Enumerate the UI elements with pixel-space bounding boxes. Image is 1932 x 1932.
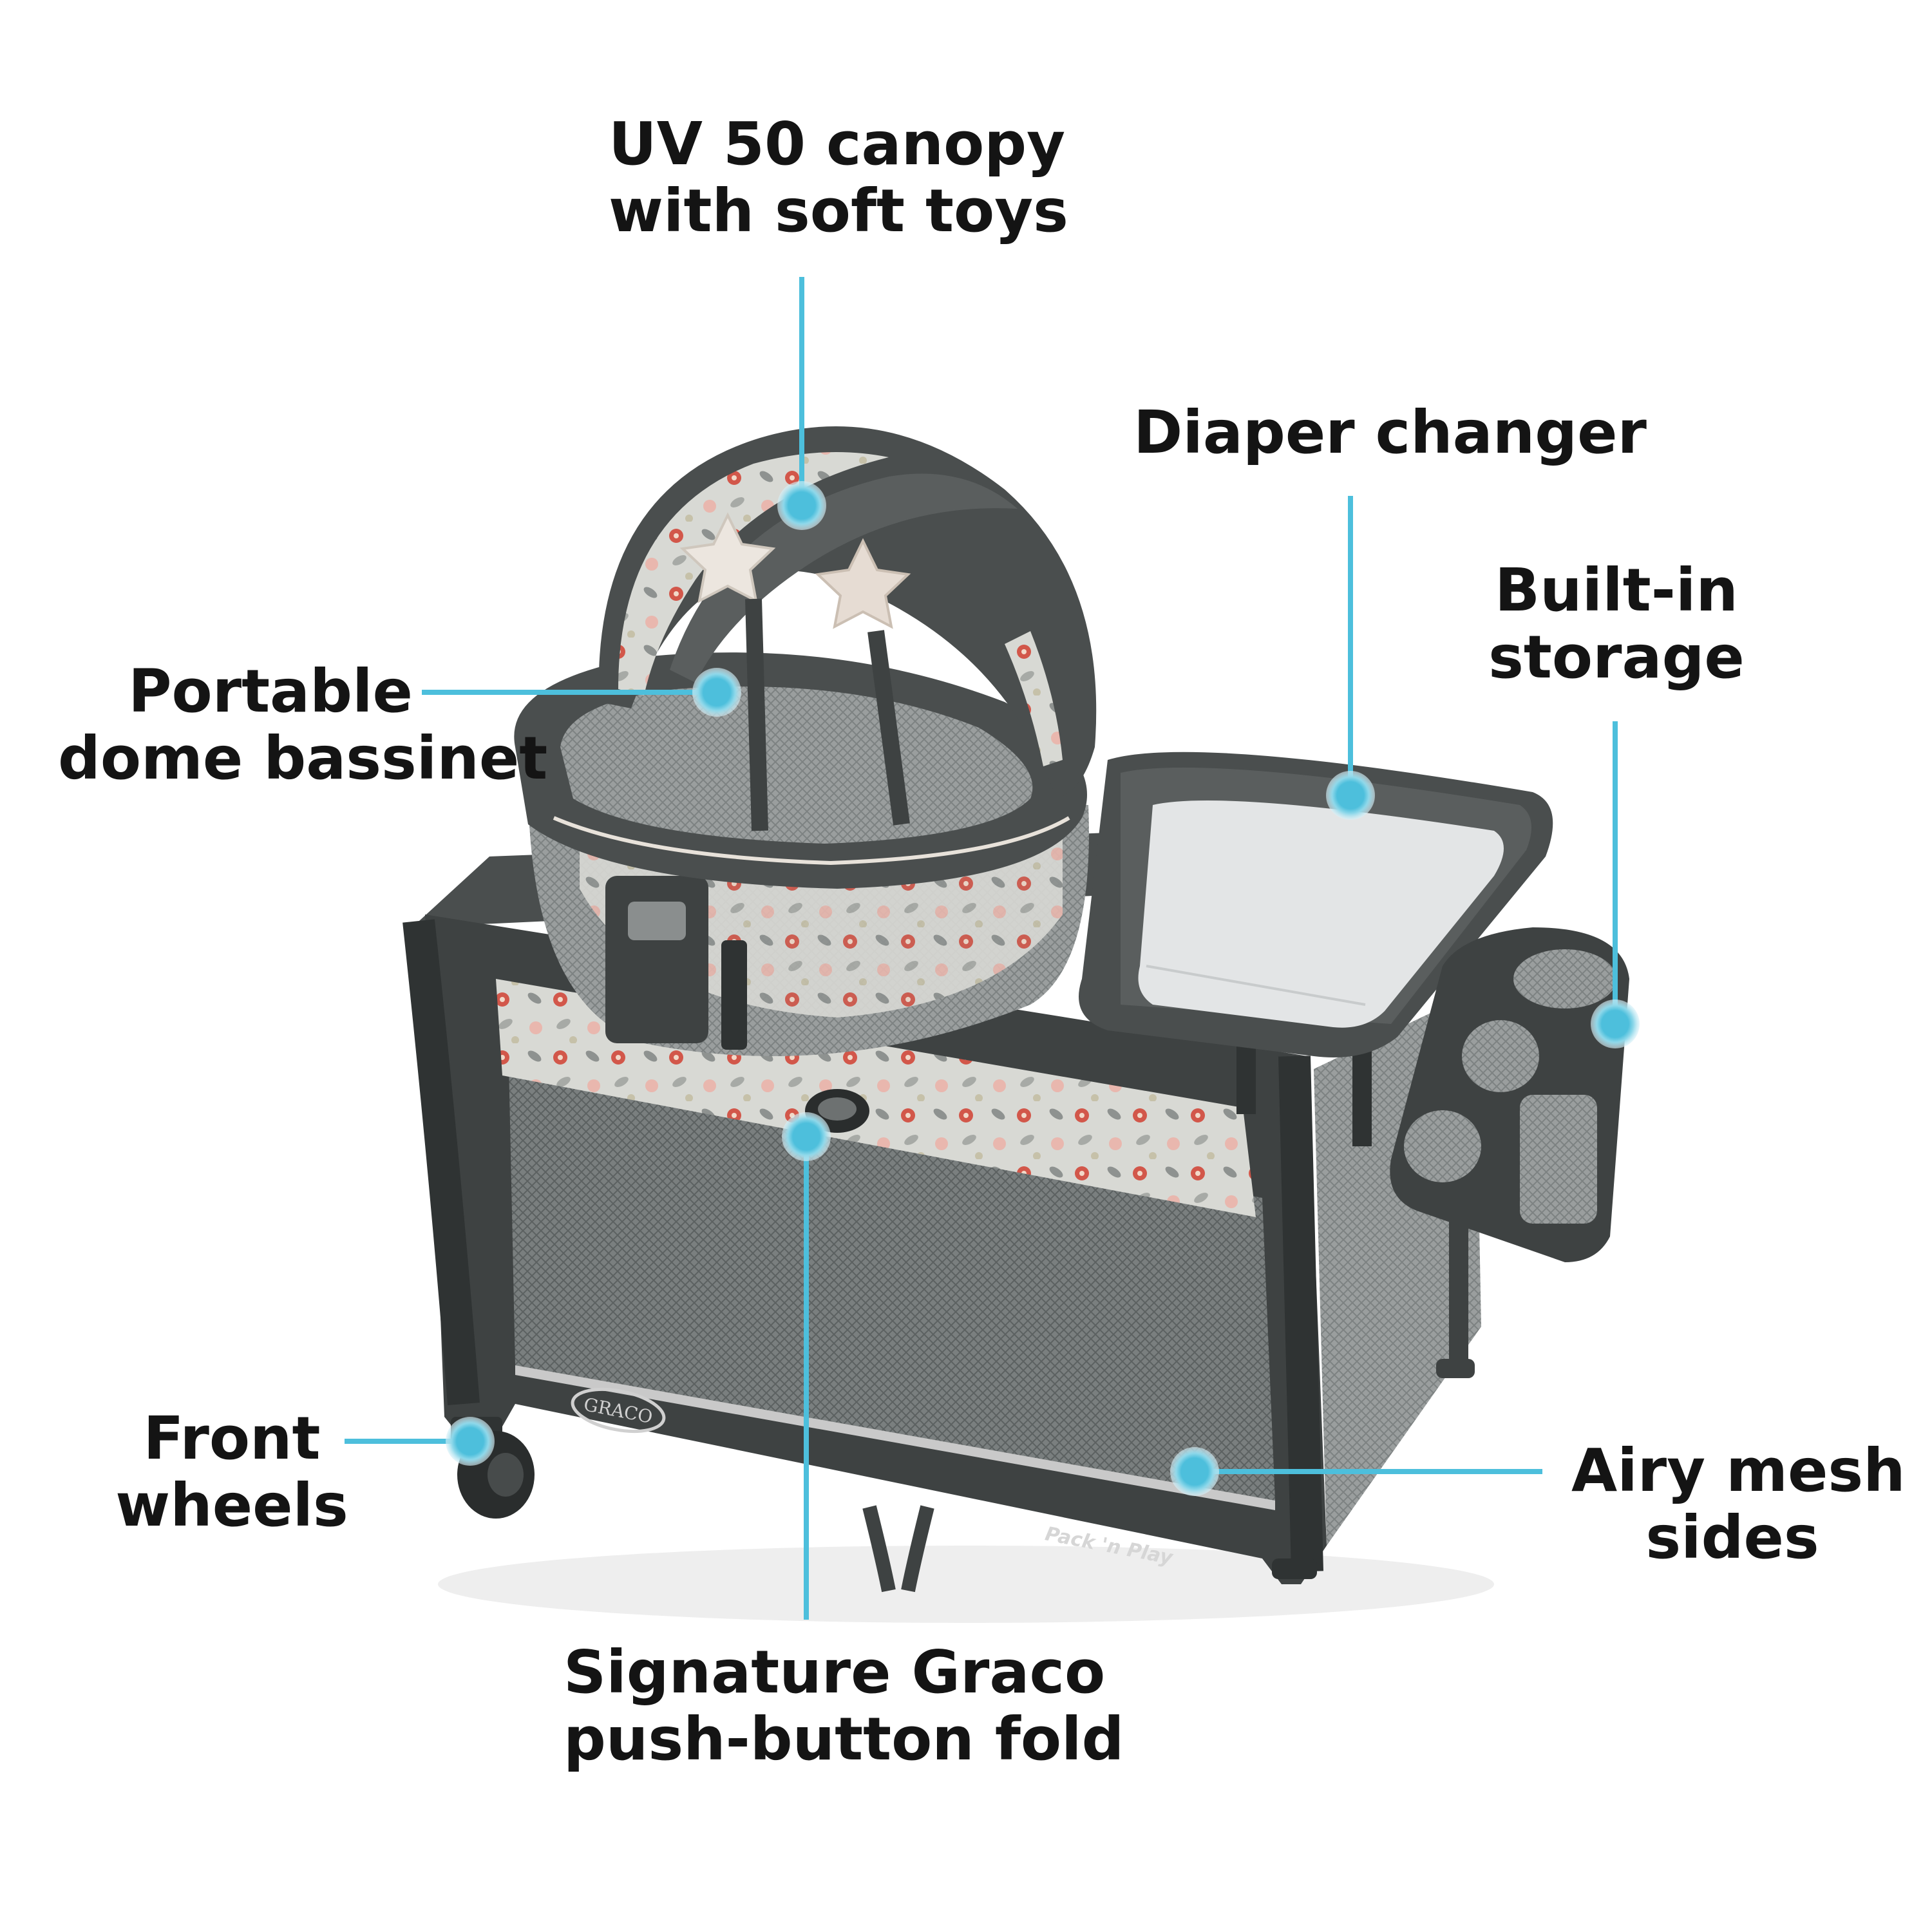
callout-dot-diaper — [1326, 771, 1375, 820]
toy-star-left — [679, 512, 776, 603]
callout-dot-mesh — [1170, 1447, 1219, 1496]
callout-bassinet-line2: dome bassinet — [58, 724, 548, 793]
storage-organizer — [1390, 927, 1629, 1262]
toy-star-right — [815, 538, 911, 629]
playard-front-panel: GRACO Pack 'n Play — [402, 914, 1327, 1584]
callout-diaper: Diaper changer — [1133, 398, 1647, 467]
diaper-changer — [1079, 752, 1553, 1146]
callout-canopy: UV 50 canopy with soft toys — [609, 109, 1068, 245]
callout-fold-line1: Signature Graco — [564, 1638, 1106, 1707]
callout-wheels-line2: wheels — [115, 1471, 348, 1540]
callout-storage-line1: Built-in — [1495, 556, 1738, 625]
floor-shadow — [438, 1546, 1494, 1623]
changer-pad — [1138, 800, 1504, 1028]
callout-wheels-line1: Front — [143, 1404, 321, 1473]
callout-dot-canopy — [777, 481, 826, 530]
callout-storage: Built-in storage — [1481, 557, 1752, 691]
callout-canopy-line2: with soft toys — [609, 176, 1068, 245]
callout-fold-line2: push-button fold — [564, 1705, 1124, 1774]
callout-leaders — [345, 277, 1640, 1620]
callout-dot-wheels — [446, 1417, 495, 1466]
dome-bassinet — [514, 426, 1097, 1056]
callout-fold: Signature Graco push-button fold — [564, 1638, 1124, 1774]
callout-dot-fold — [782, 1112, 831, 1161]
callout-bassinet-line1: Portable — [128, 657, 413, 726]
callout-dot-bassinet — [692, 668, 741, 717]
callout-storage-line2: storage — [1488, 623, 1745, 692]
callout-mesh: Airy mesh sides — [1571, 1436, 1906, 1572]
callout-mesh-line1: Airy mesh — [1571, 1436, 1906, 1505]
callout-bassinet: Portable dome bassinet — [58, 657, 548, 793]
callout-dot-storage — [1591, 999, 1640, 1048]
callout-canopy-line1: UV 50 canopy — [609, 109, 1066, 178]
callout-wheels: Front wheels — [97, 1405, 367, 1539]
callout-diaper-line1: Diaper changer — [1133, 398, 1647, 467]
callout-mesh-line2: sides — [1645, 1503, 1819, 1572]
